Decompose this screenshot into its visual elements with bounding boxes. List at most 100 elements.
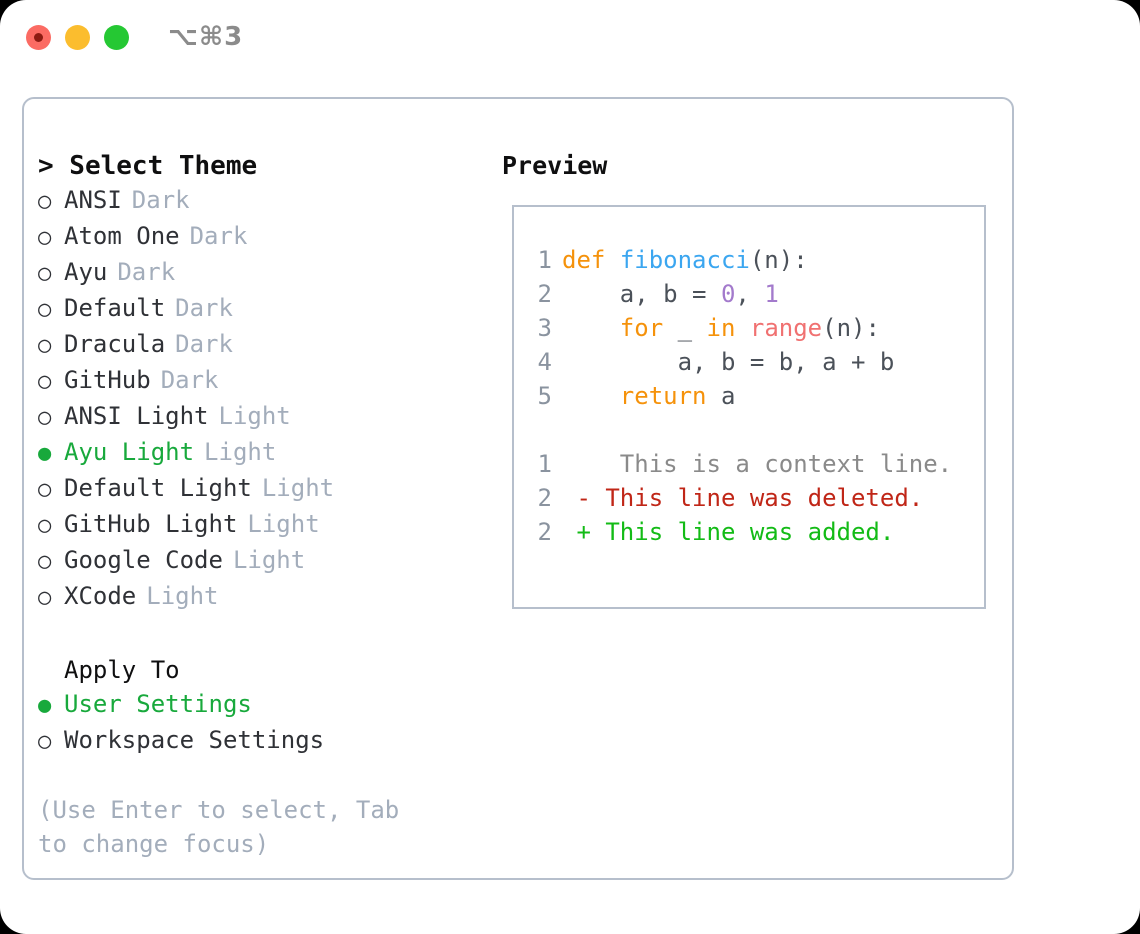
apply-to-list[interactable]: ●User Settings ○ Workspace Settings bbox=[38, 687, 490, 759]
code-line: 5 return a bbox=[530, 379, 894, 413]
theme-option-label: Ayu Light bbox=[64, 438, 195, 466]
title-bar: ⌥⌘3 bbox=[0, 0, 1140, 78]
diff-sample: 1 This is a context line.2 - This line w… bbox=[530, 447, 953, 549]
radio-unselected-icon: ○ bbox=[38, 333, 52, 358]
theme-option-atom-one[interactable]: ○ Atom One Dark bbox=[38, 219, 490, 255]
diff-line-text: - This line was deleted. bbox=[562, 484, 924, 512]
theme-option-ayu-light[interactable]: ● Ayu Light Light bbox=[38, 435, 490, 471]
apply-to-heading: Apply To bbox=[64, 656, 180, 684]
line-number: 2 bbox=[537, 484, 552, 512]
apply-to-option-workspace-settings[interactable]: ○ Workspace Settings bbox=[38, 723, 490, 759]
diff-line-ctx: 1 This is a context line. bbox=[530, 447, 953, 481]
line-number: 1 bbox=[537, 450, 552, 478]
code-token: _ bbox=[663, 314, 707, 342]
theme-option-label: Atom One bbox=[64, 222, 180, 250]
apply-to-option-user-settings[interactable]: ●User Settings bbox=[38, 687, 490, 723]
radio-unselected-icon: ○ bbox=[38, 585, 52, 610]
select-theme-heading: > Select Theme bbox=[38, 151, 258, 181]
code-token: , bbox=[735, 280, 765, 308]
theme-option-ansi[interactable]: ○ ANSI Dark bbox=[38, 183, 490, 219]
radio-unselected-icon: ○ bbox=[38, 189, 52, 214]
theme-option-xcode[interactable]: ○ XCode Light bbox=[38, 579, 490, 615]
theme-option-ansi-light[interactable]: ○ ANSI Light Light bbox=[38, 399, 490, 435]
theme-option-tag: Light bbox=[146, 582, 219, 610]
theme-option-label: GitHub Light bbox=[64, 510, 238, 538]
theme-option-google-code[interactable]: ○ Google Code Light bbox=[38, 543, 490, 579]
theme-option-tag: Dark bbox=[160, 366, 219, 394]
keyboard-hint-text: (Use Enter to select, Tab to change focu… bbox=[38, 796, 414, 858]
theme-option-label: Dracula bbox=[64, 330, 166, 358]
radio-unselected-icon: ○ bbox=[38, 477, 52, 502]
theme-option-tag: Dark bbox=[131, 186, 190, 214]
radio-unselected-icon: ○ bbox=[38, 225, 52, 250]
theme-option-label: ANSI bbox=[64, 186, 122, 214]
code-token: range bbox=[749, 314, 823, 342]
line-number: 2 bbox=[537, 518, 552, 546]
zoom-button-icon[interactable] bbox=[104, 25, 129, 50]
diff-line-text: + This line was added. bbox=[562, 518, 895, 546]
code-token: in bbox=[706, 314, 736, 342]
code-token: def bbox=[562, 246, 606, 274]
code-line: 4 a, b = b, a + b bbox=[530, 345, 895, 379]
theme-option-tag: Light bbox=[204, 438, 277, 466]
theme-option-label: Default Light bbox=[64, 474, 252, 502]
code-token bbox=[605, 246, 619, 274]
theme-option-tag: Light bbox=[232, 546, 306, 574]
theme-option-label: Google Code bbox=[64, 546, 223, 574]
theme-option-tag: Dark bbox=[117, 258, 176, 286]
code-token: 1 bbox=[764, 280, 779, 308]
code-token: a, b = bbox=[562, 280, 721, 308]
theme-option-tag: Light bbox=[247, 510, 320, 538]
radio-unselected-icon: ○ bbox=[38, 405, 52, 430]
line-number: 2 bbox=[537, 280, 552, 308]
code-token: (n): bbox=[822, 314, 880, 342]
theme-option-label: Ayu bbox=[64, 258, 108, 286]
preview-heading: Preview bbox=[502, 151, 608, 180]
radio-unselected-icon: ○ bbox=[38, 729, 52, 754]
code-line: 2 a, b = 0, 1 bbox=[530, 277, 894, 311]
line-number: 1 bbox=[537, 246, 552, 274]
code-token: a, b = b, a + b bbox=[562, 348, 895, 376]
code-token: for bbox=[619, 314, 664, 342]
diff-line-del: 2 - This line was deleted. bbox=[530, 481, 952, 515]
keyboard-shortcut-label: ⌥⌘3 bbox=[168, 22, 244, 52]
theme-option-tag: Dark bbox=[175, 294, 233, 322]
theme-option-tag: Dark bbox=[175, 330, 233, 358]
radio-unselected-icon: ○ bbox=[38, 513, 52, 538]
radio-unselected-icon: ○ bbox=[38, 261, 52, 286]
apply-to-option-label: User Settings bbox=[64, 690, 252, 718]
theme-option-label: ANSI Light bbox=[64, 402, 209, 430]
theme-option-tag: Light bbox=[261, 474, 335, 502]
radio-selected-icon: ● bbox=[38, 441, 52, 466]
theme-option-default-light[interactable]: ○ Default Light Light bbox=[38, 471, 490, 507]
code-token bbox=[562, 382, 620, 410]
radio-unselected-icon: ○ bbox=[38, 297, 52, 322]
code-token bbox=[735, 314, 749, 342]
theme-option-github-light[interactable]: ○ GitHub Light Light bbox=[38, 507, 490, 543]
code-token: fibonacci bbox=[619, 246, 750, 274]
theme-option-tag: Dark bbox=[189, 222, 248, 250]
minimize-button-icon[interactable] bbox=[65, 25, 90, 50]
radio-unselected-icon: ○ bbox=[38, 549, 52, 574]
code-token: return bbox=[619, 382, 707, 410]
theme-option-label: XCode bbox=[64, 582, 137, 610]
diff-line-add: 2 + This line was added. bbox=[530, 515, 952, 549]
close-button-icon[interactable] bbox=[26, 25, 51, 50]
theme-option-ayu[interactable]: ○ Ayu Dark bbox=[38, 255, 490, 291]
radio-unselected-icon: ○ bbox=[38, 369, 52, 394]
theme-option-tag: Light bbox=[218, 402, 291, 430]
apply-to-option-label: Workspace Settings bbox=[64, 726, 325, 754]
line-number: 4 bbox=[537, 348, 552, 376]
theme-option-dracula[interactable]: ○ Dracula Dark bbox=[38, 327, 490, 363]
code-token: 0 bbox=[720, 280, 736, 308]
